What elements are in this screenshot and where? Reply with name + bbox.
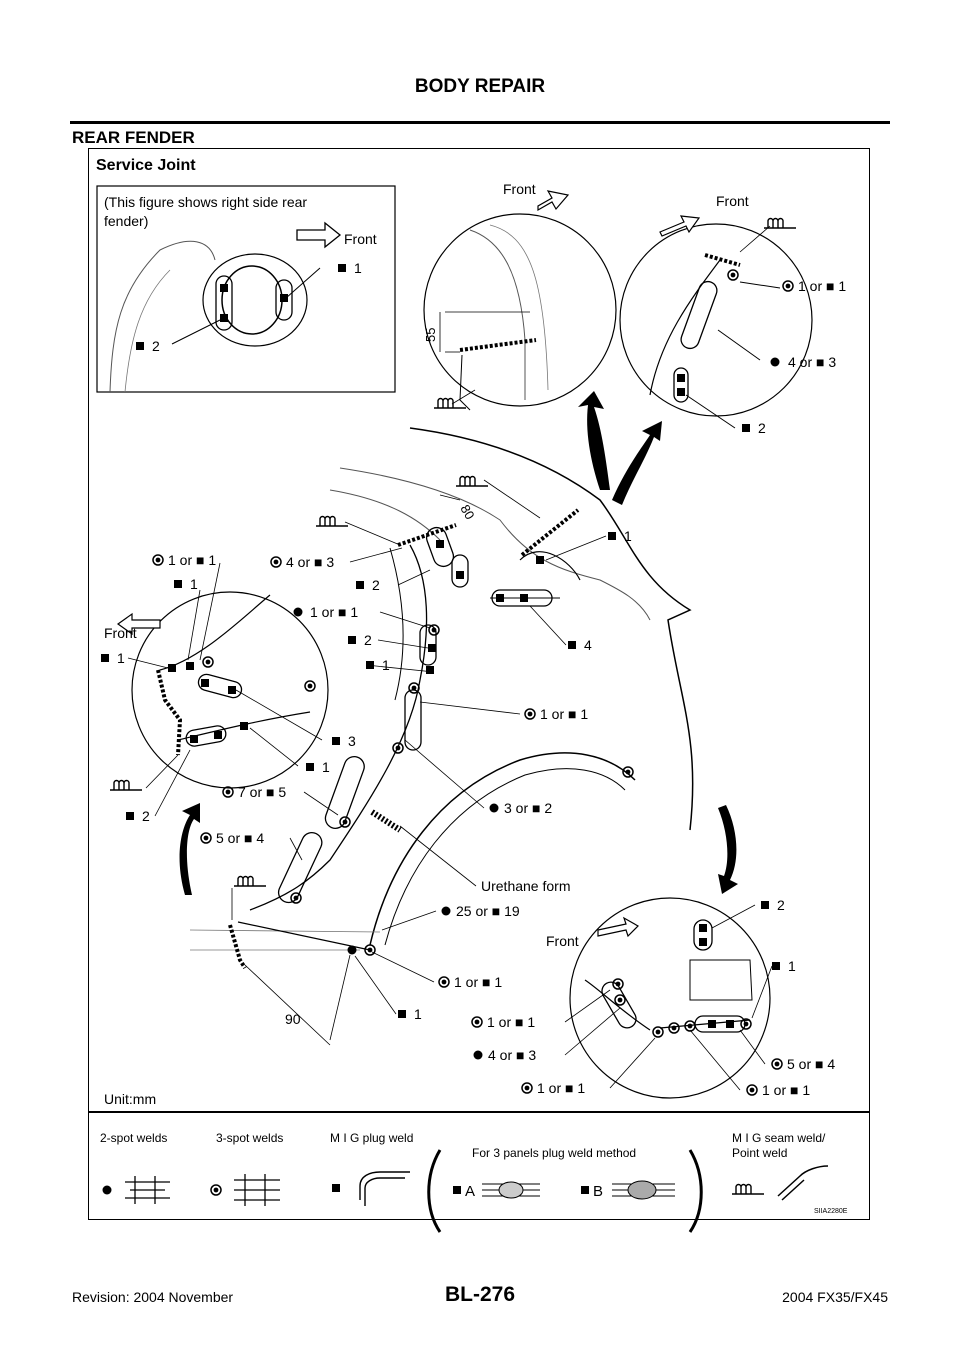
label-m-3: 1 or ■ 1 xyxy=(310,604,358,620)
legend-mig-plug: M I G plug weld xyxy=(330,1131,413,1145)
front-arrow-icon xyxy=(296,222,341,248)
label-m-7: 1 or ■ 1 xyxy=(540,706,588,722)
inset-label-2: 2 xyxy=(152,338,160,354)
unit-label: Unit:mm xyxy=(104,1091,156,1107)
label-m-5: 1 xyxy=(382,657,390,673)
legend-b: B xyxy=(593,1183,603,1200)
legend-seam-2: Point weld xyxy=(732,1146,787,1160)
dim-90: 90 xyxy=(285,1011,301,1027)
left-front-label: Front xyxy=(104,625,137,641)
curved-arrow-icon xyxy=(718,805,738,894)
label-m-4: 2 xyxy=(364,632,372,648)
br-label-2: 1 xyxy=(788,958,796,974)
dim-55: 55 xyxy=(423,328,438,342)
label-b-1: 25 or ■ 19 xyxy=(456,903,520,919)
two-spot-weld-icon xyxy=(102,1185,112,1195)
dim-80: 80 xyxy=(457,502,477,522)
top-right-label-2: 4 or ■ 3 xyxy=(788,354,836,370)
main-labels: 1 or ■ 1 4 or ■ 3 1 2 1 or ■ 1 2 1 4 1 o… xyxy=(152,528,632,1022)
detail-circle-top-center: Front 55 xyxy=(423,181,617,411)
br-label-1: 2 xyxy=(777,897,785,913)
br-label-5: 1 or ■ 1 xyxy=(537,1080,585,1096)
label-m1: 1 xyxy=(624,528,632,544)
inset-label-1: 1 xyxy=(354,260,362,276)
seam-weld-icon xyxy=(315,515,349,527)
front-arrow-icon xyxy=(116,612,161,636)
service-joint-figure xyxy=(88,148,870,1220)
left-label-4: 3 xyxy=(348,733,356,749)
mig-plug-weld-icon xyxy=(332,1184,340,1192)
legend-2-spot: 2-spot welds xyxy=(100,1131,167,1145)
inset-front-label: Front xyxy=(344,231,377,247)
detail-circle-bottom-right: Front 2 1 1 or ■ 1 4 or ■ 3 1 or ■ 1 5 o… xyxy=(471,897,835,1099)
label-l-7: 7 or ■ 5 xyxy=(238,784,286,800)
left-label-5: 1 xyxy=(322,759,330,775)
page-number: BL-276 xyxy=(444,1283,516,1306)
figure-code: SIIA2280E xyxy=(814,1208,848,1215)
legend-divider xyxy=(89,1111,869,1113)
top-right-label-3: 2 xyxy=(758,420,766,436)
label-top-left-1: 1 or ■ 1 xyxy=(168,552,216,568)
detail-circle-top-right: Front 1 or ■ 1 4 or ■ 3 2 xyxy=(619,193,846,436)
front-arrow-icon xyxy=(537,190,570,212)
label-m-8: 3 or ■ 2 xyxy=(504,800,552,816)
top-center-front-label: Front xyxy=(503,181,536,197)
bottom-right-front-label: Front xyxy=(546,933,579,949)
curved-arrow-icon xyxy=(578,391,610,490)
seam-weld-icon xyxy=(433,397,467,409)
weld-legend: 2-spot welds 3-spot welds M I G plug wel… xyxy=(100,1131,848,1233)
rear-fender-body: 80 90 xyxy=(189,427,694,1046)
left-label-6: 2 xyxy=(142,808,150,824)
legend-seam-1: M I G seam weld/ xyxy=(732,1131,826,1145)
plug-weld-a-icon xyxy=(453,1186,461,1194)
left-label-2: 1 xyxy=(117,650,125,666)
legend-a: A xyxy=(465,1183,475,1200)
figure-title: Service Joint xyxy=(96,157,196,174)
legend-3-spot: 3-spot welds xyxy=(216,1131,283,1145)
label-urethane: Urethane form xyxy=(481,878,570,894)
detail-circle-left: 1 Front 1 3 1 2 xyxy=(101,576,356,824)
front-arrow-icon xyxy=(597,916,639,938)
label-m-6: 4 xyxy=(584,637,592,653)
page-header-title: BODY REPAIR xyxy=(414,76,546,97)
label-l-8: 5 or ■ 4 xyxy=(216,830,264,846)
label-m-2: 2 xyxy=(372,577,380,593)
br-label-4: 4 or ■ 3 xyxy=(488,1047,536,1063)
top-right-front-label: Front xyxy=(716,193,749,209)
curved-arrow-icon xyxy=(612,421,662,505)
br-label-7: 1 or ■ 1 xyxy=(762,1082,810,1098)
seam-weld-icon xyxy=(109,779,143,791)
seam-weld-icon xyxy=(233,875,267,887)
br-label-6: 5 or ■ 4 xyxy=(787,1056,835,1072)
curved-arrow-icon xyxy=(179,803,200,895)
three-spot-weld-icon xyxy=(210,1184,222,1196)
plug-weld-b-icon xyxy=(581,1186,589,1194)
seam-weld-icon xyxy=(731,1183,765,1195)
label-b-3: 1 xyxy=(414,1006,422,1022)
inset-right-side-view: (This figure shows right side rear fende… xyxy=(96,185,396,393)
label-b-2: 1 or ■ 1 xyxy=(454,974,502,990)
br-label-3: 1 or ■ 1 xyxy=(487,1014,535,1030)
model-text: 2004 FX35/FX45 xyxy=(782,1289,888,1305)
top-right-label-1: 1 or ■ 1 xyxy=(798,278,846,294)
label-top-left-2: 4 or ■ 3 xyxy=(286,554,334,570)
inset-note-line1: (This figure shows right side rear xyxy=(104,194,307,210)
seam-weld-icon xyxy=(455,475,489,487)
legend-3-panels: For 3 panels plug weld method xyxy=(472,1146,636,1160)
revision-text: Revision: 2004 November xyxy=(72,1289,234,1305)
front-arrow-icon xyxy=(659,215,701,237)
header-rule xyxy=(70,121,890,124)
section-title: REAR FENDER xyxy=(72,128,195,147)
left-label-1: 1 xyxy=(190,576,198,592)
inset-note-line2: fender) xyxy=(104,213,148,229)
